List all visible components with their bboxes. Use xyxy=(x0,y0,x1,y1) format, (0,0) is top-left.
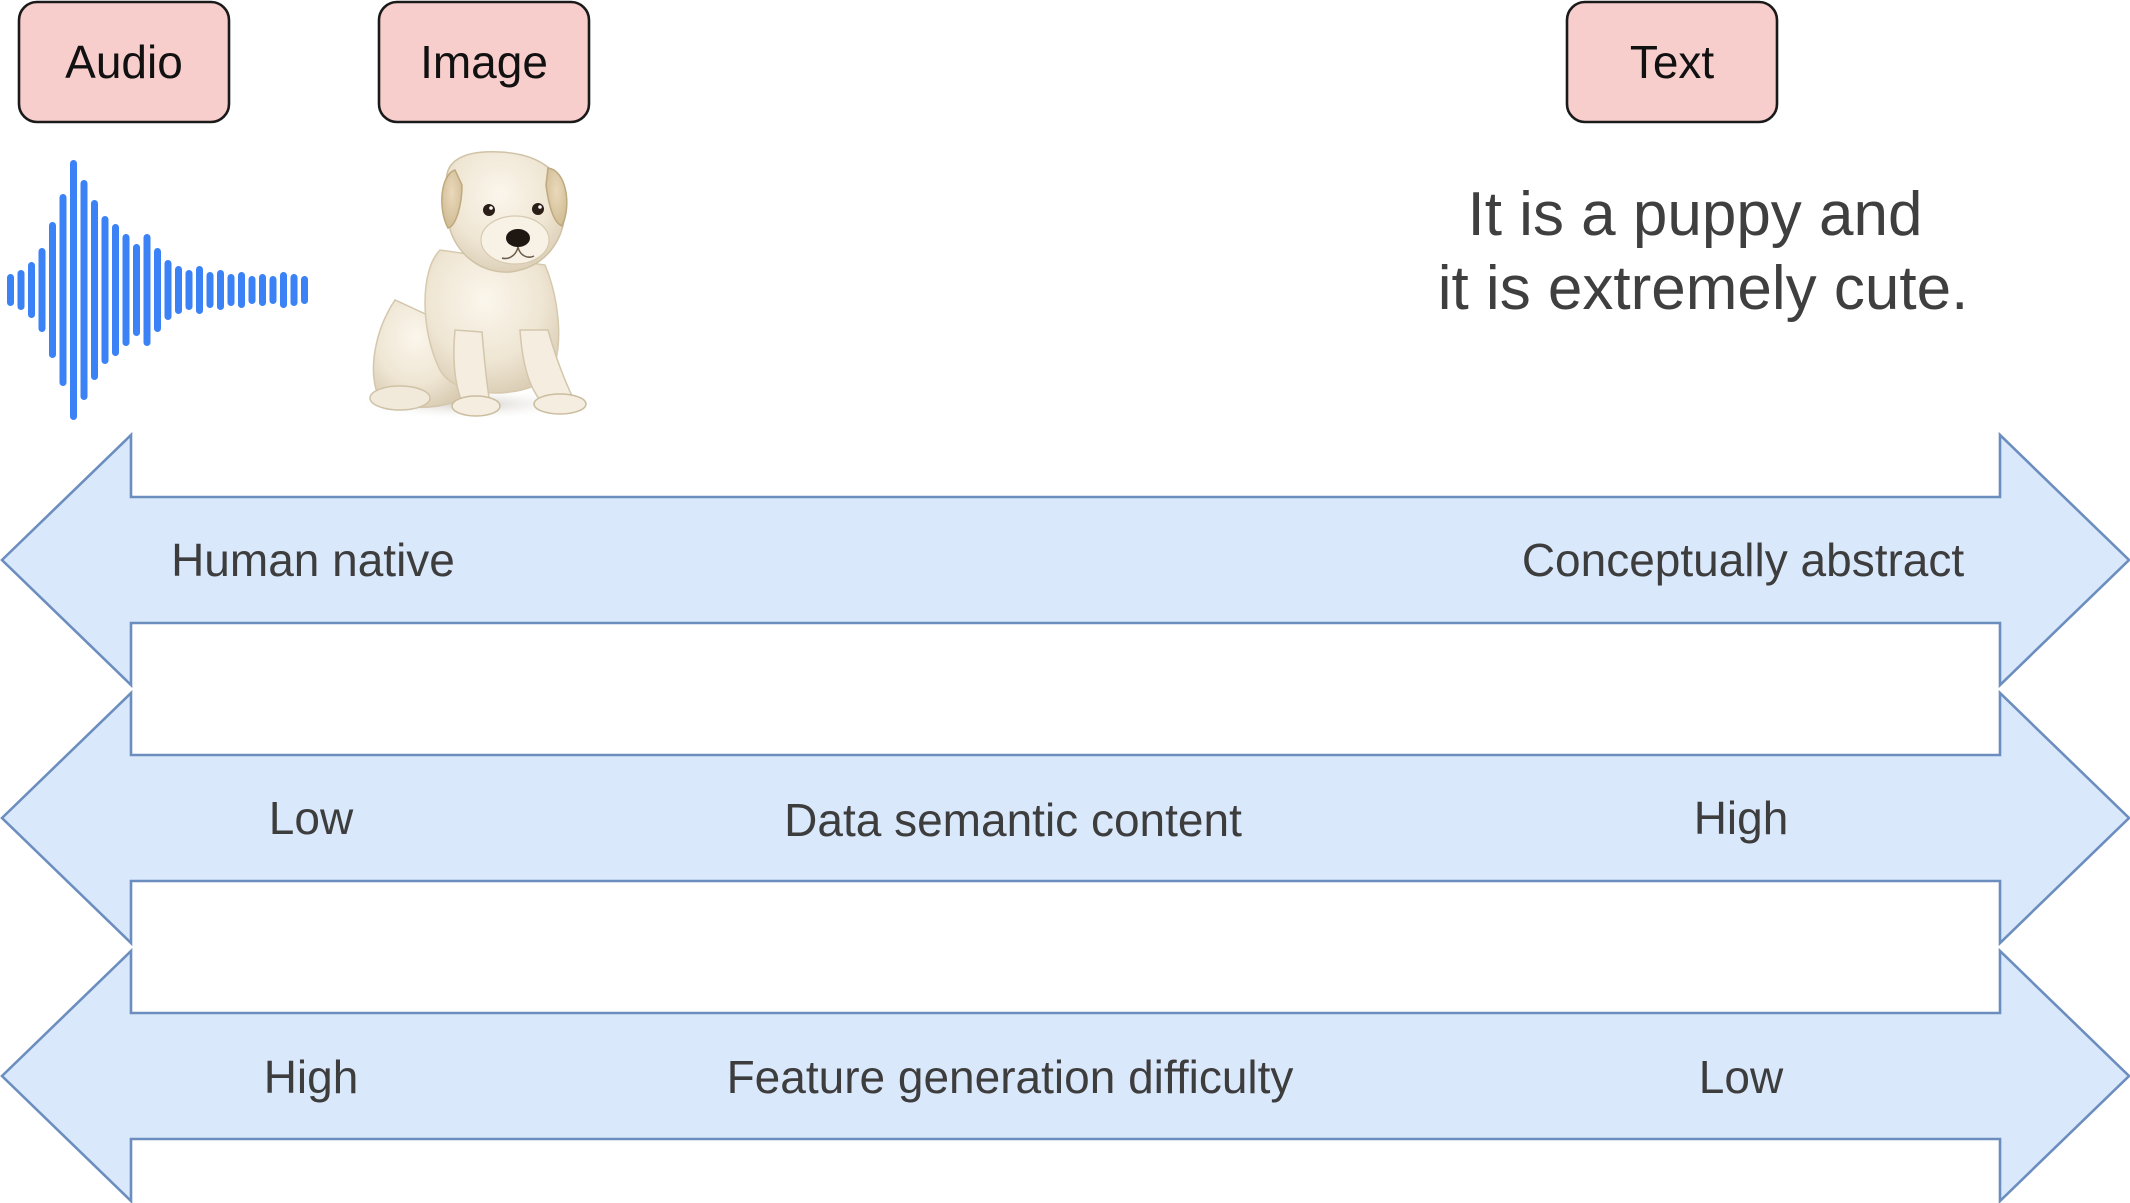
waveform-bar xyxy=(290,274,298,306)
waveform-bar xyxy=(269,276,277,304)
waveform-bar xyxy=(91,200,98,380)
waveform-bar xyxy=(59,194,67,386)
text-label-box: Text xyxy=(1565,0,1779,124)
arrow-1-left-label: Human native xyxy=(171,534,455,586)
audio-label-box: Audio xyxy=(17,0,231,124)
waveform-bar xyxy=(70,160,77,420)
waveform-bar xyxy=(17,270,25,310)
text-example-line-2: it is extremely cute. xyxy=(1438,254,1969,323)
audio-label: Audio xyxy=(65,36,183,88)
waveform-bar xyxy=(238,272,245,308)
waveform-bar xyxy=(49,222,56,358)
waveform-bar xyxy=(280,272,287,308)
arrow-feature-generation-difficulty: High Feature generation difficulty Low xyxy=(0,947,2130,1203)
waveform-bar xyxy=(301,276,308,304)
arrow-3-center-label: Feature generation difficulty xyxy=(727,1051,1294,1103)
waveform-bar xyxy=(206,272,214,308)
waveform-bar xyxy=(133,244,140,336)
text-label: Text xyxy=(1630,36,1715,88)
waveform-bar xyxy=(217,270,224,310)
arrow-2-left-label: Low xyxy=(269,792,354,844)
waveform-bar xyxy=(248,276,256,304)
arrow-human-native-abstract: Human native Conceptually abstract xyxy=(0,431,2130,689)
waveform-bar xyxy=(101,216,109,364)
waveform-bar xyxy=(196,266,203,314)
waveform-bar xyxy=(28,262,35,318)
arrow-3-left-label: High xyxy=(264,1051,359,1103)
waveform-bar xyxy=(80,180,88,400)
waveform-bar xyxy=(227,274,235,306)
waveform-bar xyxy=(112,224,119,356)
puppy-image xyxy=(355,151,587,420)
audio-waveform-icon xyxy=(7,160,308,420)
waveform-bar xyxy=(7,274,14,306)
waveform-bar xyxy=(259,274,266,306)
waveform-bar xyxy=(185,270,193,310)
text-example-line-1: It is a puppy and xyxy=(1468,180,1923,249)
arrow-2-center-label: Data semantic content xyxy=(784,794,1242,846)
waveform-bar xyxy=(38,248,46,332)
double-arrow-shape xyxy=(0,689,2130,947)
arrow-3-right-label: Low xyxy=(1699,1051,1784,1103)
arrow-data-semantic-content: Low Data semantic content High xyxy=(0,689,2130,947)
waveform-bar xyxy=(122,234,130,346)
waveform-bar xyxy=(164,260,172,320)
double-arrow-shape xyxy=(0,947,2130,1203)
image-label-box: Image xyxy=(377,0,591,124)
arrow-2-right-label: High xyxy=(1694,792,1789,844)
arrow-1-right-label: Conceptually abstract xyxy=(1522,534,1965,586)
double-arrow-shape xyxy=(0,431,2130,689)
waveform-bar xyxy=(143,234,151,346)
waveform-bar xyxy=(175,266,182,314)
image-label: Image xyxy=(420,36,548,88)
waveform-bar xyxy=(154,248,161,332)
